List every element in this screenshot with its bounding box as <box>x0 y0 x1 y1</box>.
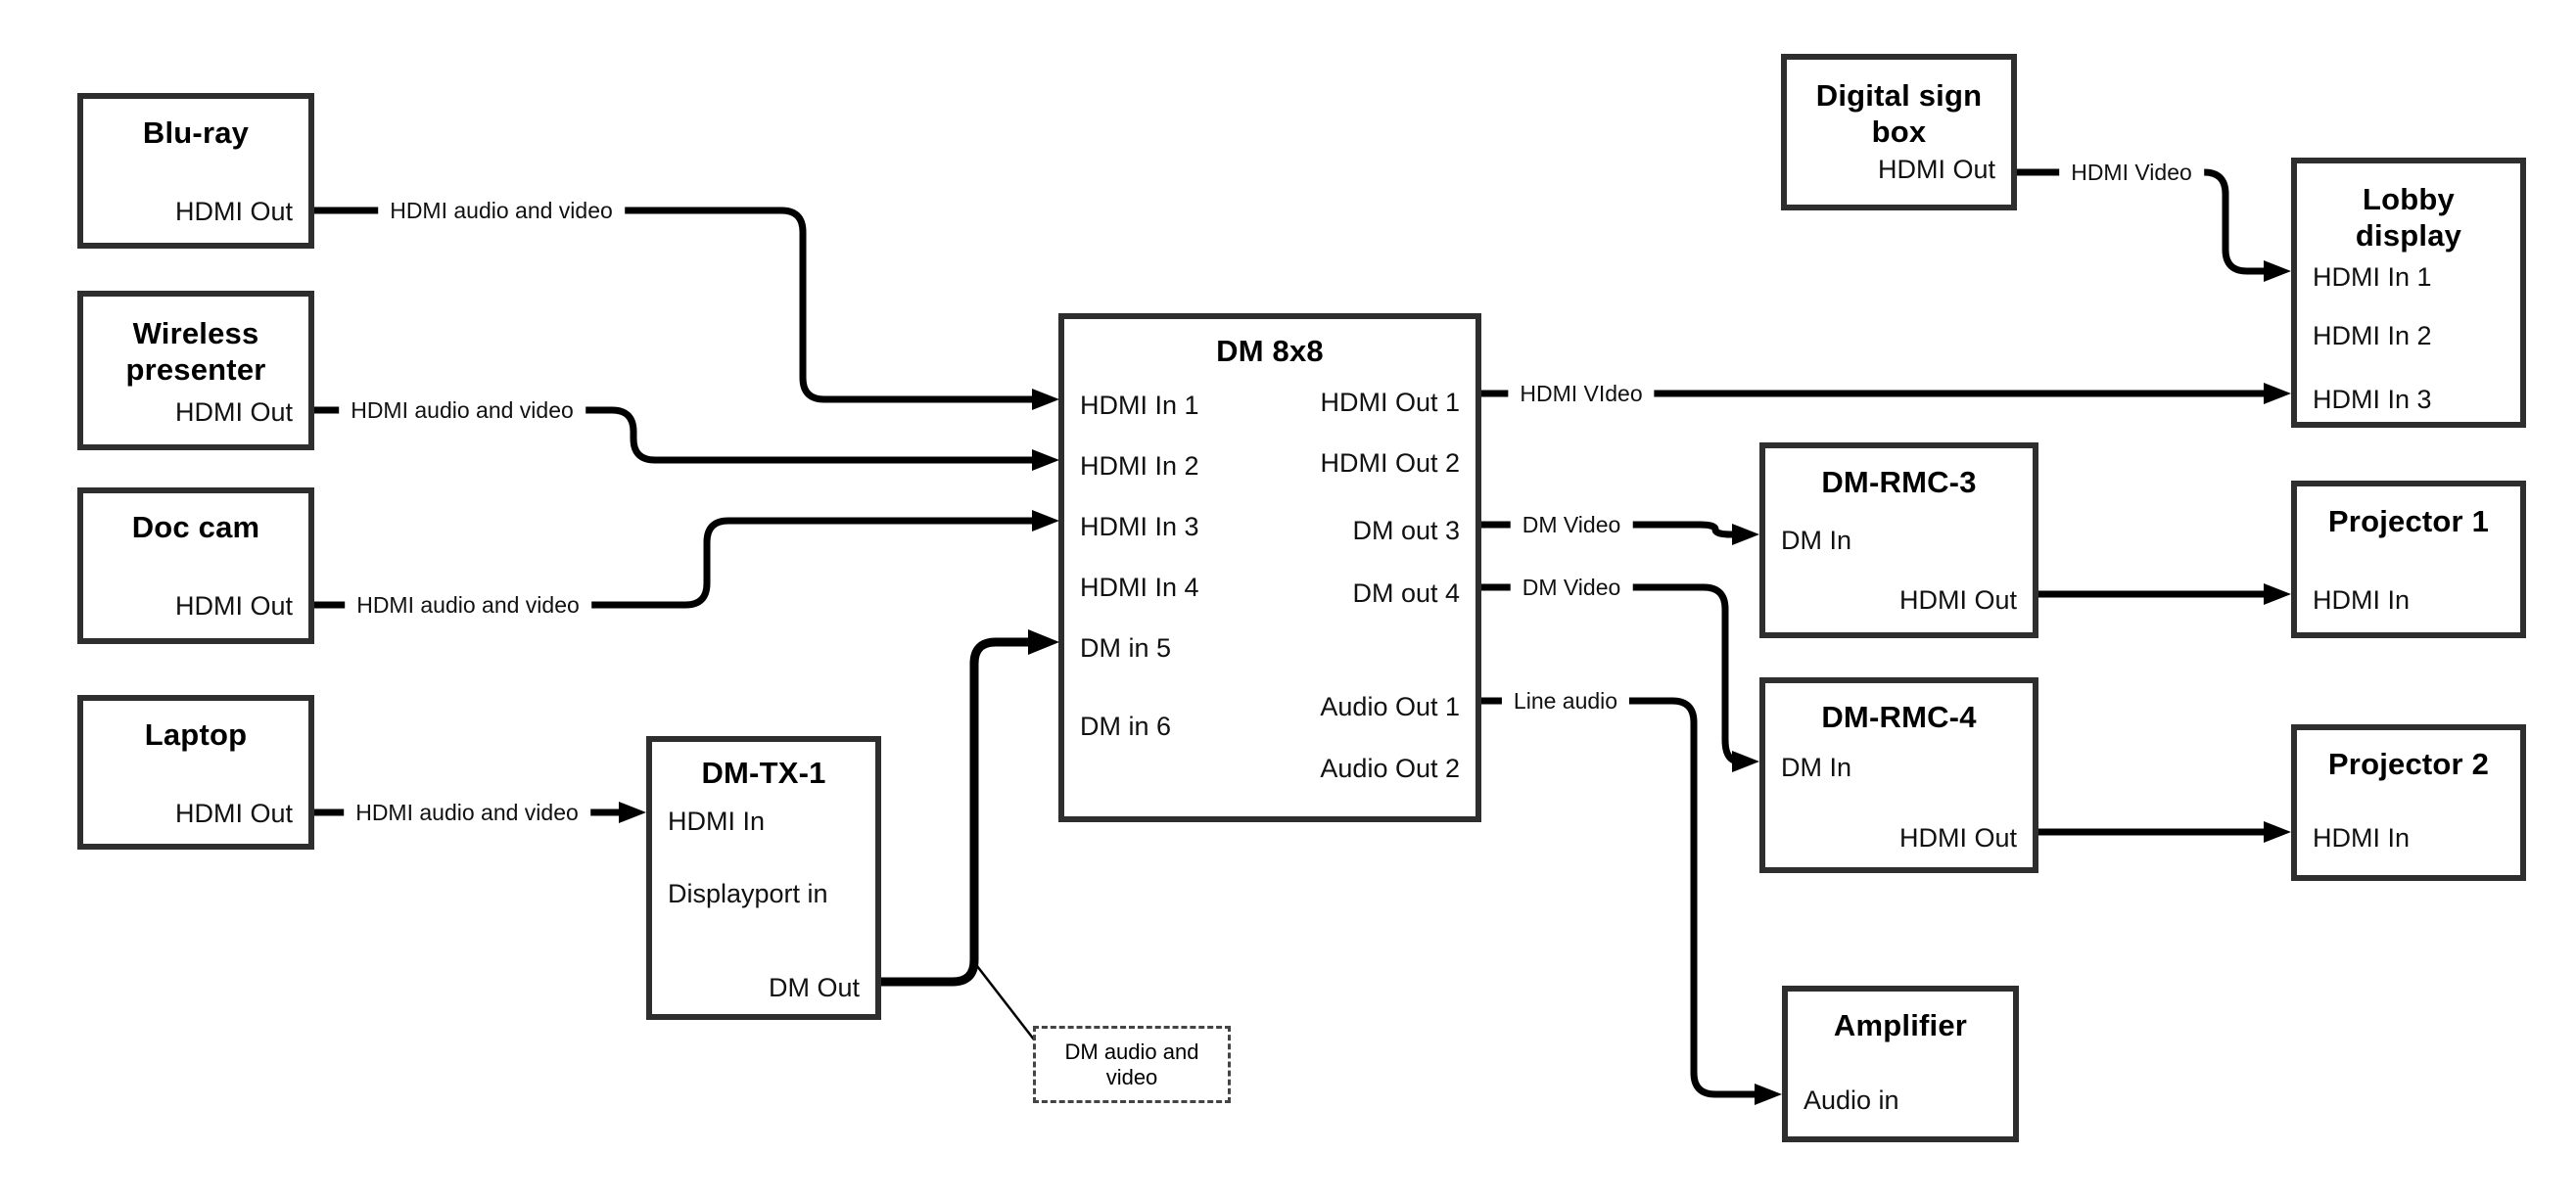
node-title: DM-RMC-4 <box>1821 700 1977 734</box>
edge-label-hdmi-video-signbox: HDMI Video <box>2059 157 2204 188</box>
node-projector-2: Projector 2 HDMI In <box>2291 724 2526 881</box>
node-digital-sign-box: Digital sign box HDMI Out <box>1781 54 2017 210</box>
port-hdmi-in-2: HDMI In 2 <box>2313 321 2432 350</box>
port-hdmi-in-4: HDMI In 4 <box>1080 573 1199 602</box>
node-title: Doc cam <box>131 510 260 544</box>
node-title: Digital sign box <box>1815 78 1983 149</box>
arrowhead <box>1732 751 1759 772</box>
node-dm-rmc-4: DM-RMC-4 DM In HDMI Out <box>1759 677 2038 873</box>
port-hdmi-out: HDMI Out <box>1898 823 2017 853</box>
node-lobby-display: Lobby display HDMI In 1 HDMI In 2 HDMI I… <box>2291 158 2526 428</box>
node-title: DM 8x8 <box>1216 334 1324 368</box>
edge-dmtx1-to-dm8x8-in5 <box>881 637 1036 987</box>
port-hdmi-in: HDMI In <box>668 807 766 836</box>
arrowhead <box>1732 524 1759 545</box>
arrowhead <box>2264 383 2291 404</box>
port-hdmi-out: HDMI Out <box>174 591 293 621</box>
port-hdmi-in-3: HDMI In 3 <box>1080 512 1199 541</box>
edge-label-hdmi-av-wireless: HDMI audio and video <box>339 394 585 426</box>
arrowhead <box>1032 389 1059 410</box>
port-hdmi-in: HDMI In <box>2313 585 2411 615</box>
port-hdmi-out: HDMI Out <box>1898 585 2017 615</box>
edge-dm8x8-out4-to-rmc4 <box>1481 583 1741 765</box>
arrowhead <box>1032 510 1059 531</box>
arrowhead <box>619 802 646 823</box>
node-bluray: Blu-ray HDMI Out <box>77 93 314 249</box>
node-title: Laptop <box>144 717 248 752</box>
arrowhead <box>2264 583 2291 605</box>
edge-label-hdmi-av-doccam: HDMI audio and video <box>345 589 591 621</box>
port-hdmi-in-1: HDMI In 1 <box>2313 262 2432 292</box>
edge-label-dm-video-out4: DM Video <box>1510 572 1633 603</box>
node-title: Projector 1 <box>2327 504 2490 538</box>
port-audio-in: Audio in <box>1803 1086 1899 1115</box>
port-dm-out: DM Out <box>768 973 860 1002</box>
node-dm-tx-1: DM-TX-1 HDMI In Displayport in DM Out <box>646 736 881 1020</box>
port-dm-in-5: DM in 5 <box>1080 633 1172 663</box>
callout-dm-audio-video: DM audio and video <box>1033 1026 1231 1103</box>
port-audio-out-1: Audio Out 1 <box>1320 692 1460 721</box>
edge-dm8x8-audio1-to-amp <box>1481 697 1762 1098</box>
port-dm-in-6: DM in 6 <box>1080 712 1172 741</box>
edge-label-dm-video-out3: DM Video <box>1510 509 1633 540</box>
edge-label-hdmi-av-bluray: HDMI audio and video <box>378 195 625 226</box>
edge-label-line-audio: Line audio <box>1501 685 1630 716</box>
port-dm-out-3: DM out 3 <box>1352 516 1460 545</box>
node-title: Blu-ray <box>142 115 250 150</box>
port-dm-in: DM In <box>1781 753 1852 782</box>
port-hdmi-out: HDMI Out <box>174 197 293 226</box>
edge-label-hdmi-av-laptop: HDMI audio and video <box>344 797 590 828</box>
callout-text: DM audio and video <box>1064 1039 1199 1089</box>
edge-bluray-to-dm8x8-in1 <box>314 207 1040 403</box>
port-dm-in: DM In <box>1781 526 1852 555</box>
port-hdmi-in-2: HDMI In 2 <box>1080 451 1199 481</box>
port-audio-out-2: Audio Out 2 <box>1320 754 1460 783</box>
node-wireless-presenter: Wireless presenter HDMI Out <box>77 291 314 450</box>
port-hdmi-out: HDMI Out <box>174 397 293 427</box>
callout-leader-line <box>976 965 1035 1040</box>
port-dm-out-4: DM out 4 <box>1352 578 1460 608</box>
node-laptop: Laptop HDMI Out <box>77 695 314 850</box>
port-hdmi-in: HDMI In <box>2313 823 2411 853</box>
port-hdmi-out-2: HDMI Out 2 <box>1320 448 1460 478</box>
port-hdmi-in-3: HDMI In 3 <box>2313 385 2432 414</box>
node-amplifier: Amplifier Audio in <box>1782 986 2019 1142</box>
node-title: Amplifier <box>1833 1008 1968 1042</box>
arrowhead <box>2264 821 2291 843</box>
port-hdmi-in-1: HDMI In 1 <box>1080 391 1199 420</box>
edge-label-hdmi-video-out1: HDMI VIdeo <box>1508 378 1655 409</box>
arrowhead <box>1028 629 1059 655</box>
node-title: DM-RMC-3 <box>1821 465 1977 499</box>
port-hdmi-out-1: HDMI Out 1 <box>1320 388 1460 417</box>
node-dm-8x8: DM 8x8 HDMI In 1 HDMI In 2 HDMI In 3 HDM… <box>1058 313 1481 822</box>
arrowhead <box>2264 260 2291 282</box>
node-title: Lobby display <box>2355 182 2462 253</box>
node-title: Wireless presenter <box>125 316 266 387</box>
node-doc-cam: Doc cam HDMI Out <box>77 487 314 644</box>
node-dm-rmc-3: DM-RMC-3 DM In HDMI Out <box>1759 442 2038 638</box>
node-projector-1: Projector 1 HDMI In <box>2291 481 2526 638</box>
node-title: DM-TX-1 <box>701 756 826 790</box>
port-displayport-in: Displayport in <box>668 879 828 908</box>
port-hdmi-out: HDMI Out <box>1877 155 1995 184</box>
arrowhead <box>1032 449 1059 471</box>
node-title: Projector 2 <box>2327 747 2490 781</box>
arrowhead <box>1755 1084 1782 1105</box>
port-hdmi-out: HDMI Out <box>174 799 293 828</box>
